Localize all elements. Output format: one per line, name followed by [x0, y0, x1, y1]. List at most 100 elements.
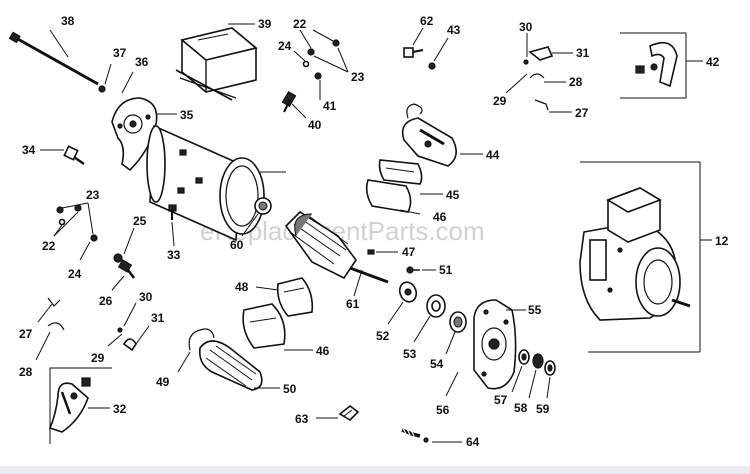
label-27-top: 27	[575, 106, 589, 120]
label-25: 25	[133, 214, 147, 228]
label-44: 44	[486, 148, 500, 162]
part-54-bearing	[449, 311, 467, 333]
label-57: 57	[494, 393, 508, 407]
part-27-spring-left	[47, 297, 61, 307]
part-47-key	[367, 249, 375, 255]
label-24-top: 24	[278, 39, 292, 53]
leader-36	[121, 71, 134, 94]
part-31-clip-left	[117, 327, 137, 352]
label-34: 34	[22, 143, 36, 157]
label-58: 58	[514, 401, 528, 415]
leader-33	[171, 221, 175, 247]
leader-26	[111, 275, 125, 291]
part-12-generator-assembly	[579, 161, 701, 353]
label-12: 12	[715, 234, 729, 248]
label-54: 54	[430, 357, 444, 371]
leader-27b	[37, 303, 53, 323]
label-40: 40	[308, 118, 322, 132]
label-30-left: 30	[139, 290, 153, 304]
label-47: 47	[402, 245, 416, 259]
label-39: 39	[258, 17, 272, 31]
label-29-top: 29	[493, 94, 507, 108]
label-62: 62	[420, 14, 434, 28]
leader-57	[511, 365, 523, 393]
label-22-top: 22	[293, 17, 307, 31]
leader-23a-b	[337, 47, 349, 73]
part-57-58-59-hardware	[518, 349, 556, 376]
label-42: 42	[706, 55, 720, 69]
label-41: 41	[323, 99, 337, 113]
part-44-brush-plate	[401, 103, 457, 167]
label-43: 43	[447, 23, 461, 37]
label-53: 53	[403, 347, 417, 361]
part-46-field-coil	[242, 303, 286, 349]
part-60-bearing	[254, 197, 272, 215]
label-37: 37	[113, 46, 127, 60]
leader-52	[387, 301, 404, 325]
part-61-armature	[284, 210, 389, 284]
part-23-nuts-top	[302, 39, 340, 80]
leader-53	[413, 315, 431, 343]
leader-29a	[505, 73, 528, 94]
label-30-top: 30	[519, 20, 533, 34]
part-55-drive-end-frame	[473, 299, 517, 390]
part-motor-housing	[146, 124, 265, 242]
leader-24a	[293, 50, 306, 62]
label-31-top: 31	[576, 46, 590, 60]
leader-62	[412, 27, 424, 46]
bottom-border	[0, 466, 750, 474]
part-38-through-bolt	[8, 31, 99, 86]
leader-38	[49, 29, 69, 58]
part-32-bracket	[48, 367, 112, 444]
part-63-bracket	[338, 404, 360, 422]
label-23-left: 23	[86, 188, 100, 202]
label-23-top: 23	[351, 70, 365, 84]
leader-25	[123, 227, 135, 255]
label-64: 64	[466, 435, 480, 449]
leader-24b	[79, 241, 91, 261]
leader-28b	[35, 331, 51, 361]
part-28-clip-left	[47, 322, 65, 331]
label-36: 36	[135, 55, 149, 69]
leader-22a	[299, 29, 312, 49]
label-22-left: 22	[42, 239, 56, 253]
label-31-left: 31	[151, 311, 165, 325]
part-50-field-coil	[188, 328, 263, 391]
part-45-pole-shoe	[365, 159, 423, 213]
part-53-washer	[426, 294, 446, 318]
part-52-retainer	[398, 281, 418, 303]
leader-46a	[399, 209, 421, 215]
part-39-regulator	[175, 27, 258, 101]
label-24-left: 24	[68, 267, 82, 281]
leader-56	[445, 371, 459, 397]
leader-22b-b	[53, 211, 79, 237]
label-61: 61	[346, 297, 360, 311]
part-64-screw	[401, 427, 429, 443]
label-63: 63	[295, 412, 309, 426]
leader-22a-b	[312, 29, 334, 42]
part-31-clip-top	[523, 46, 554, 111]
part-40-screw	[281, 90, 297, 113]
leader-49	[177, 351, 191, 373]
label-48: 48	[235, 280, 249, 294]
part-51-screw	[406, 266, 420, 274]
label-46-bottom: 46	[316, 344, 330, 358]
part-25-terminal-stud	[113, 253, 135, 279]
label-26: 26	[99, 294, 113, 308]
leader-58	[528, 369, 537, 399]
label-35: 35	[180, 108, 194, 122]
label-27-left: 27	[19, 327, 33, 341]
label-45: 45	[446, 188, 460, 202]
part-37-washer	[98, 85, 106, 93]
leader-37	[104, 63, 112, 85]
part-42-brush-holder	[620, 32, 687, 99]
part-62-bolt	[403, 47, 424, 58]
leader-59	[546, 376, 551, 399]
label-28-left: 28	[19, 365, 33, 379]
leader-30b	[123, 302, 137, 327]
leader-29b	[107, 333, 123, 347]
label-56: 56	[436, 403, 450, 417]
label-38: 38	[61, 14, 75, 28]
label-32: 32	[113, 402, 127, 416]
